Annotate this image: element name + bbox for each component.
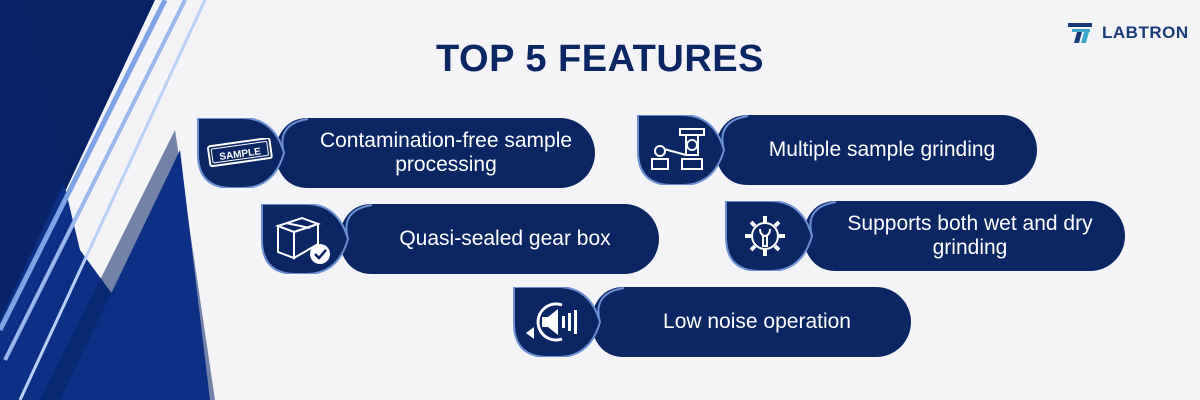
- navy-panel-bottom: [0, 0, 190, 400]
- feature-label: Supports both wet and dry grinding: [847, 211, 1093, 259]
- stripe-1: [0, 0, 168, 332]
- gear-wrench-icon: [745, 216, 785, 256]
- grinding-mill-icon: [651, 128, 705, 170]
- feature-card-quasi-sealed-gear-box: Quasi-sealed gear box: [260, 204, 660, 274]
- feature-card-wet-dry-grinding: Supports both wet and dry grinding: [724, 201, 1126, 271]
- feature-label: Quasi-sealed gear box: [399, 226, 611, 250]
- page-title: TOP 5 FEATURES: [436, 38, 764, 80]
- feature-card-multiple-sample-grinding: Multiple sample grinding: [636, 115, 1038, 185]
- feature-card-low-noise: Low noise operation: [512, 287, 912, 357]
- feature-label: Low noise operation: [663, 309, 851, 333]
- low-noise-speaker-icon: [526, 302, 577, 342]
- navy-panel-overlay: [0, 0, 150, 320]
- feature-label: Contamination-free sample processing: [319, 128, 573, 176]
- sealed-box-icon: [275, 216, 330, 264]
- stripe-2: [3, 0, 187, 361]
- brand-name: LABTRON: [1102, 23, 1189, 42]
- sample-stamp-icon: SAMPLE: [207, 138, 273, 168]
- feature-label: Multiple sample grinding: [768, 137, 996, 161]
- stripe-3: [18, 0, 207, 400]
- feature-card-contamination-free: SAMPLE Contamination-free sample process…: [196, 118, 596, 188]
- labtron-logo: LABTRON: [1068, 22, 1189, 44]
- labtron-logo-icon: [1068, 23, 1092, 43]
- navy-wedge: [60, 150, 210, 400]
